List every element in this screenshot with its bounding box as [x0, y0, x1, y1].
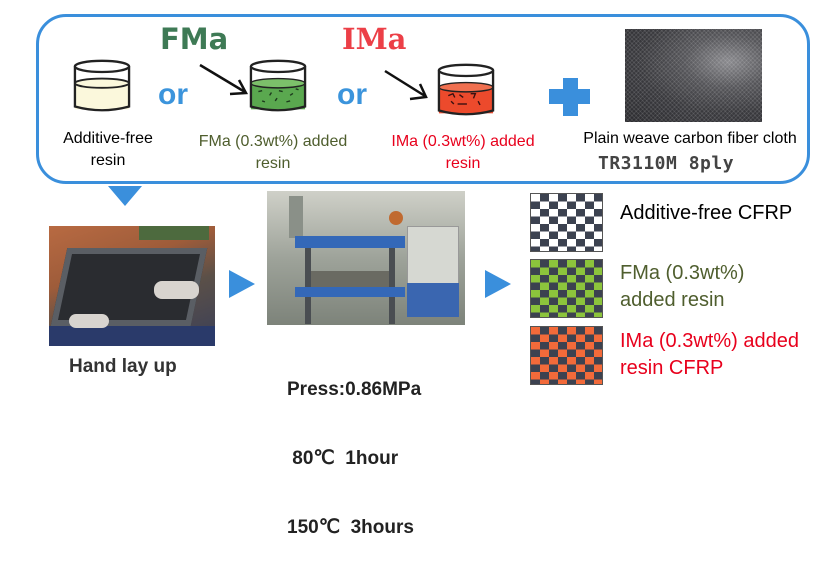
flow-arrow-icon [485, 270, 511, 298]
label-line: resin CFRP [620, 357, 724, 379]
label-line: resin [255, 155, 291, 172]
photo-detail [311, 271, 389, 287]
photo-detail [295, 287, 405, 297]
ima-resin-label: IMa (0.3wt%) added resin [378, 131, 548, 175]
press-stage-2: 150℃ 3hours [287, 517, 414, 538]
flow-arrow-icon [229, 270, 255, 298]
photo-detail [289, 196, 303, 238]
label-line: IMa (0.3wt%) added [620, 330, 799, 352]
result-fma-label: FMa (0.3wt%) added resin [620, 260, 744, 314]
photo-detail [305, 248, 311, 324]
ima-arrow-icon [384, 69, 428, 101]
checker-fma-icon [530, 259, 603, 318]
press-conditions: Press:0.86MPa 80℃ 1hour 150℃ 3hours [287, 332, 447, 562]
photo-detail [154, 281, 199, 299]
or-label-2: or [337, 78, 367, 111]
beaker-fma-icon [249, 59, 307, 112]
photo-detail [389, 211, 403, 225]
hand-layup-label: Hand lay up [69, 356, 177, 377]
label-line: FMa (0.3wt%) added [198, 133, 348, 150]
result-ima-label: IMa (0.3wt%) added resin CFRP [620, 328, 799, 382]
or-label-1: or [158, 78, 188, 111]
photo-detail [49, 326, 215, 346]
fma-resin-label: FMa (0.3wt%) added resin [188, 131, 358, 175]
label-line: Additive-free CFRP [620, 202, 793, 224]
plus-icon-bar [549, 89, 590, 104]
beaker-ima-icon [437, 63, 495, 116]
additive-free-resin-label: Additive-free resin [48, 128, 168, 172]
carbon-cloth-image [625, 29, 762, 122]
cloth-label: Plain weave carbon fiber cloth [583, 130, 797, 147]
fma-title: FMa [160, 22, 229, 56]
checker-ima-icon [530, 326, 603, 385]
fma-arrow-icon [199, 63, 249, 96]
photo-detail [407, 283, 459, 317]
press-pressure: Press:0.86MPa [287, 379, 422, 400]
cloth-spec: TR3110M 8ply [598, 153, 735, 174]
hand-layup-photo [49, 226, 215, 346]
label-line: resin [90, 152, 126, 169]
press-stage-1: 80℃ 1hour [287, 448, 399, 469]
ima-title: IMa [342, 22, 407, 56]
photo-detail [139, 226, 209, 240]
label-line: resin [445, 155, 481, 172]
callout-pointer [108, 186, 142, 206]
photo-detail [389, 248, 395, 324]
hot-press-photo [267, 191, 465, 325]
label-line: FMa (0.3wt%) [620, 262, 745, 284]
beaker-additive-free-icon [73, 59, 131, 112]
label-line: added resin [620, 289, 725, 311]
label-line: IMa (0.3wt%) added [391, 133, 535, 150]
checker-additive-free-icon [530, 193, 603, 252]
photo-detail [69, 314, 109, 328]
result-additive-free-label: Additive-free CFRP [620, 200, 792, 227]
photo-detail [295, 236, 405, 248]
label-line: Additive-free [63, 130, 153, 147]
